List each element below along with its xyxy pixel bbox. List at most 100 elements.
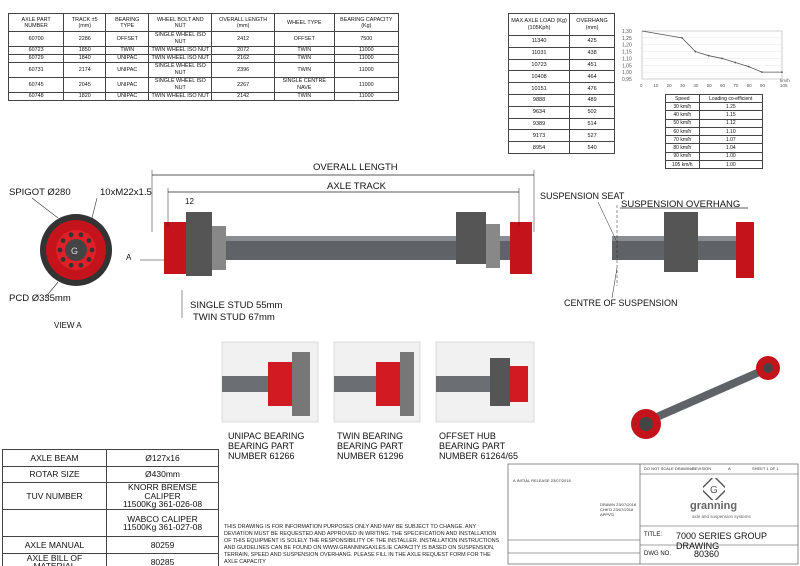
spec-row: AXLE BEAM Ø127x16 xyxy=(1,449,219,467)
y-tick-label: 1,30 xyxy=(622,29,632,35)
overhang-table-header: MAX AXLE LOAD (Kg) (105Kph) OVERHANG (mm… xyxy=(507,13,615,36)
table-cell: 540 xyxy=(569,141,615,154)
drawn-row: DRAWN 23/07/2018 xyxy=(600,502,638,507)
disclaimer-note: THIS DRAWING IS FOR INFORMATION PURPOSES… xyxy=(224,524,500,565)
right-chamber xyxy=(486,224,500,268)
col-header: MAX AXLE LOAD (Kg) (105Kph) xyxy=(507,13,571,36)
spigot-dimension: SPIGOT Ø280 xyxy=(9,187,71,198)
spec-label: AXLE MANUAL xyxy=(1,536,108,554)
table-cell: 464 xyxy=(569,70,615,84)
wheel-stud xyxy=(60,238,66,243)
y-tick-label: 1,20 xyxy=(622,43,632,49)
y-tick-label: 1,10 xyxy=(622,56,632,62)
svg-text:G: G xyxy=(71,246,78,256)
wheel-stud xyxy=(60,257,66,262)
x-tick-label: 20 xyxy=(667,83,673,88)
table-cell: 9634 xyxy=(507,105,571,119)
x-tick-label: 80 xyxy=(747,83,753,88)
offset-12-label: 12 xyxy=(185,197,194,206)
spec-label: AXLE BEAM xyxy=(1,449,108,467)
logo-name: granning xyxy=(690,500,738,512)
suspension-seat-label: SUSPENSION SEAT xyxy=(540,191,625,201)
left-brake-disc xyxy=(164,222,186,274)
chart-point xyxy=(781,71,783,74)
drawing-title: 7000 SERIES GROUP DRAWING xyxy=(676,531,767,551)
chart-point xyxy=(747,65,750,68)
approval-rows: DRAWN 23/07/2018 CHK'D 23/07/2018 APPV'D xyxy=(600,502,638,517)
axle-side-view xyxy=(612,212,754,278)
hub-end-view: G xyxy=(40,214,112,286)
spec-label: TUV NUMBER xyxy=(1,482,108,510)
wheel-stud xyxy=(86,238,92,243)
spec-value: KNORR BREMSE CALIPER 11500Kg 361-026-08 xyxy=(106,482,219,510)
chart-points xyxy=(681,36,783,74)
bolt-dimension: 10xM22x1.5 xyxy=(100,187,152,198)
spec-label xyxy=(1,509,108,537)
bearing-section-offset xyxy=(435,341,535,423)
spec-value: 80259 xyxy=(106,536,219,554)
suspension-overhang-label: SUSPENSION OVERHANG xyxy=(621,199,741,210)
x-unit-label: km/h xyxy=(780,78,790,83)
chart-point xyxy=(734,61,737,64)
right-caliper xyxy=(456,212,486,264)
y-tick-label: 1,15 xyxy=(622,50,632,56)
x-tick-label: 90 xyxy=(760,83,766,88)
table-cell: 1820 xyxy=(63,92,107,101)
left-chamber xyxy=(212,226,226,270)
x-tick-label: 0 xyxy=(640,83,643,88)
chart-point xyxy=(761,71,763,74)
table-cell: 476 xyxy=(569,82,615,95)
right-brake-disc xyxy=(510,222,532,274)
spec-label: AXLE BILL OF MATERIAL xyxy=(1,552,108,566)
bearing-section-twin xyxy=(333,341,421,423)
centre-of-suspension-label: CENTRE OF SUSPENSION xyxy=(564,298,678,308)
spec-row: TUV NUMBER KNORR BREMSE CALIPER 11500Kg … xyxy=(1,482,219,510)
bearing-section-unipac xyxy=(221,341,319,423)
x-tick-label: 60 xyxy=(720,83,726,88)
chart-point xyxy=(721,57,723,60)
table-cell: 10151 xyxy=(507,82,571,95)
row-date: 23/07/2018 xyxy=(616,502,637,507)
spec-value: Ø430mm xyxy=(106,465,219,483)
checked-row: CHK'D 23/07/2018 xyxy=(600,507,638,512)
wheel-stud xyxy=(78,262,84,268)
table-cell: SINGLE WHEEL ISO NUT xyxy=(148,62,213,78)
revision-description: INITIAL RELEASE xyxy=(516,478,550,483)
wheel-stud xyxy=(57,247,63,253)
pcd-dimension: PCD Ø335mm xyxy=(9,293,71,304)
x-tick-label: 30 xyxy=(680,83,686,88)
drawing-number: 80360 xyxy=(694,549,720,559)
axle-table-header: AXLE PART NUMBER TRACK ±5 (mm) BEARING T… xyxy=(7,13,400,32)
x-tick-label: 50 xyxy=(707,83,713,88)
spec-row: ROTAR SIZE Ø430mm xyxy=(1,465,219,483)
col-header: BEARING CAPACITY (Kg) xyxy=(333,13,400,32)
table-cell: 451 xyxy=(569,58,615,72)
twin-bearing-caption: TWIN BEARING BEARING PART NUMBER 61296 xyxy=(337,431,404,461)
logo-tagline: axle and suspension systems xyxy=(692,514,751,519)
spec-row: WABCO CALIPER 11500Kg 361-027-08 xyxy=(1,509,219,537)
x-tick-label: 105 xyxy=(780,83,788,88)
granning-logo-icon: G xyxy=(703,478,725,500)
side-caliper xyxy=(664,212,698,272)
approved-row: APPV'D xyxy=(600,512,638,517)
axle-spec-table: AXLE BEAM Ø127x16 ROTAR SIZE Ø430mm TUV … xyxy=(1,449,219,566)
offset-hub-caption: OFFSET HUB BEARING PART NUMBER 61264/65 xyxy=(439,431,519,461)
spec-value: 80285 xyxy=(106,552,219,566)
chart-point xyxy=(707,54,710,57)
left-caliper xyxy=(186,212,212,276)
y-tick-label: 0,95 xyxy=(622,77,632,83)
sheet-number: SHEET 1 OF 1 xyxy=(752,466,779,471)
row-label: DRAWN xyxy=(600,502,615,507)
